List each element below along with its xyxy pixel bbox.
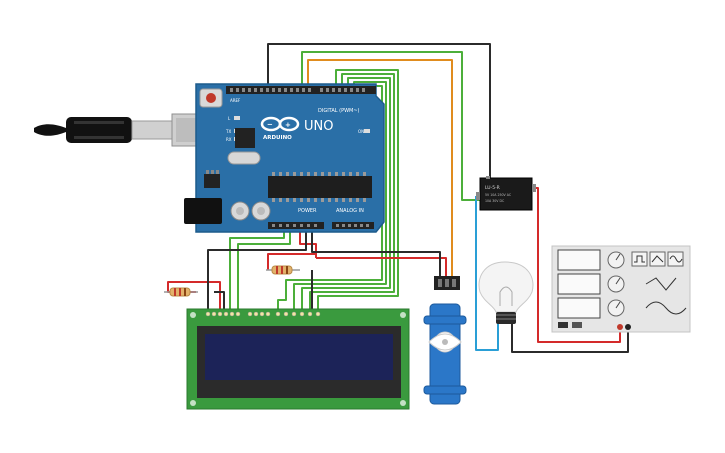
lcd-pins [205, 311, 321, 317]
svg-text:−: − [267, 121, 273, 129]
aref-label: AREF [230, 98, 241, 103]
wire-red-servo [316, 257, 447, 282]
wire-red-res2 [267, 253, 316, 270]
led-tx-label: TX [225, 129, 231, 134]
fg-terminal-positive[interactable] [617, 324, 623, 330]
power-jack [184, 198, 222, 224]
servo-motor [423, 276, 467, 405]
sine-wave-icon [645, 301, 687, 315]
relay-line3: 10A 30V DC [485, 199, 505, 203]
led-rx-label: RX [226, 137, 232, 142]
analog-header [332, 222, 374, 229]
atmega-chip [268, 176, 372, 198]
wire-green-d7 [317, 69, 399, 312]
board-brand: ARDUINO [263, 135, 292, 141]
wires [167, 43, 629, 353]
power-label: POWER [298, 208, 317, 214]
wire-black-top [267, 43, 491, 178]
wire-red-lcd [167, 281, 221, 312]
wave-triangle-button[interactable] [649, 251, 666, 267]
wire-blue-relay [475, 196, 499, 351]
lcd-16x2 [186, 308, 410, 410]
regulator [204, 174, 220, 188]
on-label: ON [358, 129, 364, 134]
usb-cable [34, 113, 201, 147]
resistor-lcd-contrast [164, 287, 198, 297]
digital-header [226, 86, 376, 94]
fg-display-1 [557, 249, 601, 271]
relay: LU-5-R 5V 10A 250V AC 10A 30V DC [476, 176, 536, 211]
wire-green-relay [301, 51, 482, 201]
wire-black-res [214, 291, 225, 312]
fg-terminal-negative[interactable] [625, 324, 631, 330]
fg-display-3 [557, 297, 601, 319]
relay-line1: LU-5-R [485, 185, 500, 191]
wire-orange-servo [307, 59, 453, 282]
led-l-label: L [228, 116, 231, 121]
wire-black-bulb [511, 322, 629, 353]
arduino-uno: AREF DIGITAL (PWM~) − + ARDUINO UNO L TX… [184, 83, 385, 233]
wire-black-gnd2 [311, 226, 441, 282]
wire-green-d5 [301, 77, 391, 312]
triangle-wave-icon [645, 277, 677, 291]
relay-line2: 5V 10A 250V AC [485, 193, 512, 197]
light-bulb [478, 261, 534, 324]
resistor-backlight [266, 265, 300, 275]
function-generator [551, 245, 691, 333]
analog-label: ANALOG IN [336, 208, 364, 214]
crystal [227, 151, 261, 165]
wire-black-gnd [207, 226, 307, 312]
lcd-screen [205, 334, 393, 380]
arduino-logo: − + [260, 116, 300, 132]
digital-header-label: DIGITAL (PWM~) [318, 108, 360, 114]
wave-square-button[interactable] [631, 251, 648, 267]
fg-display-2 [557, 273, 601, 295]
svg-text:+: + [285, 121, 291, 129]
usb-chip [235, 128, 255, 148]
wire-green-d6 [309, 73, 395, 312]
led-l [234, 116, 240, 120]
board-model: UNO [304, 119, 333, 134]
led-on [364, 129, 370, 133]
